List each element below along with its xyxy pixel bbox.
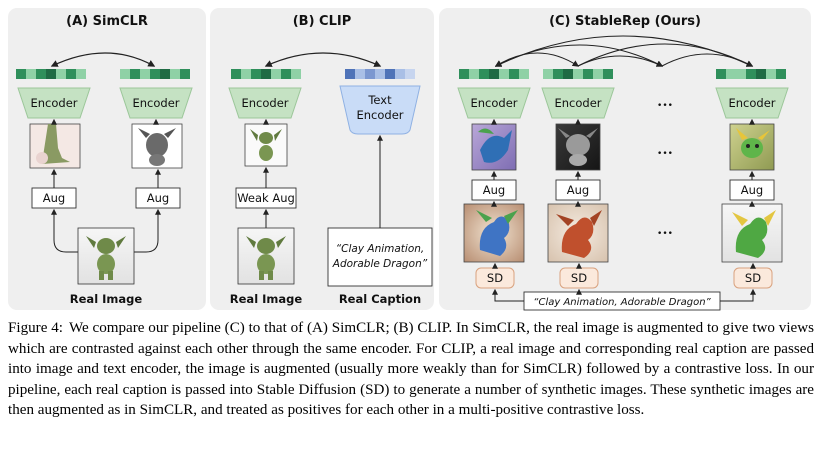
branch-line <box>51 208 78 253</box>
real-caption-text: “Clay Animation, <box>336 243 425 255</box>
ellipsis: ••• <box>657 101 673 111</box>
real-image <box>237 227 295 285</box>
encoder-label: Encoder <box>30 96 77 110</box>
encoder-block <box>17 87 91 119</box>
prompt-connector <box>492 288 524 302</box>
prompt-text: “Clay Animation, Adorable Dragon” <box>533 297 711 308</box>
panel-title-clip: (B) CLIP <box>293 14 352 29</box>
augmented-image <box>471 123 517 171</box>
augmented-image <box>29 123 81 169</box>
real-image-label: Real Image <box>230 292 303 306</box>
encoder-block <box>457 87 531 119</box>
contrast-arrow <box>264 52 382 67</box>
synthetic-image <box>547 203 609 263</box>
encoder-block <box>228 87 302 119</box>
sd-label: SD <box>487 271 503 285</box>
ellipsis: ••• <box>657 149 673 159</box>
encoder-block <box>119 87 193 119</box>
augmented-image <box>131 123 183 169</box>
text-embedding-vector <box>345 69 415 79</box>
embedding-vector <box>231 69 301 79</box>
encoder-block <box>715 87 789 119</box>
real-image <box>77 227 135 285</box>
figure-caption-text: We compare our pipeline (C) to that of (… <box>8 320 814 419</box>
embedding-vector <box>16 69 86 79</box>
aug-label: Aug <box>483 183 505 197</box>
figure-caption: Figure 4:We compare our pipeline (C) to … <box>8 318 814 421</box>
sd-label: SD <box>745 271 761 285</box>
real-image-label: Real Image <box>70 292 143 306</box>
contrast-arrow <box>50 52 156 67</box>
encoder-label: Encoder <box>554 96 601 110</box>
aug-label: Aug <box>567 183 589 197</box>
figure-caption-label: Figure 4: <box>8 320 63 336</box>
real-caption-label: Real Caption <box>339 292 421 306</box>
panel-title-stablerep: (C) StableRep (Ours) <box>549 14 701 29</box>
encoder-label: Encoder <box>132 96 179 110</box>
branch-line <box>134 208 161 253</box>
text-encoder-label: Text <box>367 93 392 107</box>
encoder-block <box>541 87 615 119</box>
real-caption-box <box>327 227 433 287</box>
augmented-image <box>729 123 775 171</box>
ellipsis: ••• <box>657 229 673 239</box>
prompt-connector <box>720 288 756 302</box>
panel-stablerep-bg <box>439 8 811 310</box>
real-caption-text: Adorable Dragon” <box>332 258 428 270</box>
text-encoder-block <box>339 85 421 135</box>
weak-aug-label: Weak Aug <box>237 191 295 205</box>
synthetic-image <box>721 203 783 263</box>
panel-simclr-bg <box>8 8 206 310</box>
aug-label: Aug <box>741 183 763 197</box>
embedding-vector <box>716 69 786 79</box>
multi-positive-arrows <box>494 35 754 67</box>
panel-title-simclr: (A) SimCLR <box>66 14 148 29</box>
figure-diagram: (A) SimCLR Encoder Encoder Aug Aug <box>8 8 811 311</box>
synthetic-image <box>463 203 525 263</box>
embedding-vector <box>120 69 190 79</box>
augmented-image <box>555 123 601 171</box>
encoder-label: Encoder <box>470 96 517 110</box>
embedding-vector <box>459 69 529 79</box>
aug-label: Aug <box>147 191 169 205</box>
encoder-label: Encoder <box>241 96 288 110</box>
aug-label: Aug <box>43 191 65 205</box>
encoder-label: Encoder <box>728 96 775 110</box>
text-encoder-label: Encoder <box>356 108 403 122</box>
augmented-image <box>244 123 288 167</box>
sd-label: SD <box>571 271 587 285</box>
embedding-vector <box>543 69 613 79</box>
